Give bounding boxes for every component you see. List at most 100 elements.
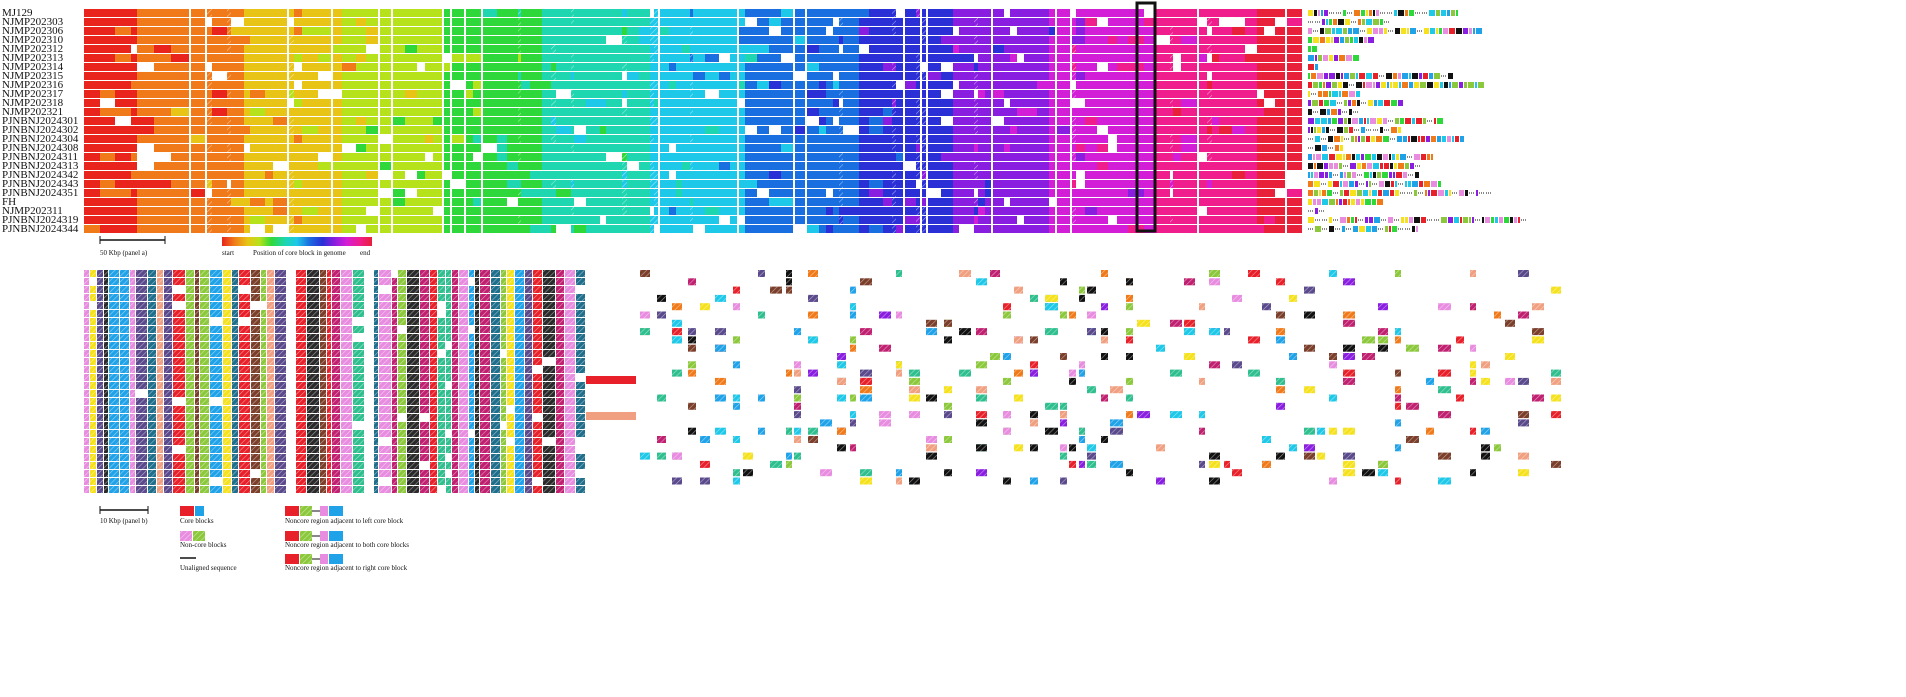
noncore-fragment: [1365, 199, 1371, 205]
core-block: [1257, 81, 1264, 89]
core-block: [100, 18, 115, 26]
core-block: [212, 180, 227, 188]
core-block: [1117, 189, 1128, 197]
core-block: [154, 162, 171, 170]
noncore-fragment: [1421, 136, 1425, 142]
core-block: [1212, 153, 1219, 161]
core-block: [807, 135, 819, 143]
core-block: [452, 189, 464, 197]
panel-b-core-hatch: [223, 350, 231, 357]
core-block: [1076, 54, 1085, 62]
core-block: [978, 126, 985, 134]
noncore-fragment: [1325, 172, 1328, 178]
noncore-fragment: [1318, 55, 1322, 61]
core-block: [993, 81, 1004, 89]
core-block: [606, 207, 622, 215]
noncore-fragment: [1338, 82, 1342, 88]
core-block: [425, 198, 433, 206]
panel-b-core-hatch: [275, 302, 286, 309]
noncore-fragment: [1444, 82, 1448, 88]
core-block: [739, 36, 745, 44]
core-block: [1144, 207, 1155, 215]
core-block: [425, 135, 433, 143]
core-block: [452, 9, 464, 17]
panel-b-core-hatch: [90, 318, 96, 325]
core-block: [826, 18, 833, 26]
core-block: [922, 81, 926, 89]
panel-b-core-hatch: [261, 294, 266, 301]
core-block-hatch: [227, 153, 231, 161]
core-block: [574, 36, 586, 44]
core-block-hatch: [518, 9, 521, 17]
panel-b-core-hatch: [173, 454, 185, 461]
panel-b-core-hatch: [267, 462, 274, 469]
core-block: [676, 117, 682, 125]
core-block: [1085, 81, 1097, 89]
core-block: [497, 162, 507, 170]
noncore-fragment: [1365, 154, 1371, 160]
core-block-hatch: [571, 207, 574, 215]
core-block: [941, 216, 953, 224]
panel-b-core-hatch: [164, 422, 172, 429]
core-block: [600, 189, 606, 197]
noncore-fragment: [1405, 163, 1409, 169]
core-block: [273, 99, 287, 107]
core-block: [1085, 189, 1097, 197]
core-block-hatch: [622, 162, 627, 170]
core-block: [137, 81, 154, 89]
core-block: [627, 117, 639, 125]
core-block-hatch: [1207, 117, 1212, 125]
panel-b-core-hatch: [148, 358, 156, 365]
genome-label: PJNBNJ2024343: [2, 178, 79, 190]
core-block: [115, 45, 131, 53]
core-block: [1275, 108, 1285, 116]
panel-b-core-hatch: [97, 286, 103, 293]
panel-b-core-hatch: [120, 278, 129, 285]
noncore-fragment: [1349, 181, 1354, 187]
noncore-fragment: [1322, 199, 1328, 205]
core-block: [425, 225, 433, 233]
panel-b-core-hatch: [186, 390, 194, 397]
core-block: [171, 144, 189, 152]
noncore-fragment: [1421, 154, 1426, 160]
core-block: [693, 54, 705, 62]
genome-label: FH: [2, 196, 16, 208]
core-block: [289, 27, 294, 35]
core-block: [227, 162, 231, 170]
panel-b-core-hatch: [97, 342, 103, 349]
noncore-fragment: [1349, 127, 1353, 133]
core-block: [191, 81, 205, 89]
core-block: [843, 18, 859, 26]
core-block: [154, 81, 171, 89]
panel-b-core-hatch: [148, 470, 156, 477]
noncore-fragment: [1373, 28, 1378, 34]
core-block: [521, 216, 530, 224]
noncore-fragment: [1367, 28, 1372, 34]
core-block: [745, 54, 757, 62]
core-block: [843, 72, 859, 80]
panel-b-core-hatch: [84, 358, 89, 365]
core-block: [1173, 180, 1181, 188]
core-block: [84, 162, 100, 170]
noncore-fragment: [1437, 118, 1443, 124]
core-block: [953, 108, 959, 116]
panel-b-core-hatch: [120, 294, 129, 301]
core-block: [730, 162, 737, 170]
core-block: [896, 144, 903, 152]
core-block: [542, 108, 551, 116]
core-block: [417, 36, 425, 44]
core-block: [574, 225, 586, 233]
core-block: [883, 18, 892, 26]
core-block: [795, 126, 805, 134]
core-block: [693, 171, 705, 179]
noncore-fragment: [1395, 181, 1397, 187]
core-block: [433, 117, 442, 125]
panel-b-core-hatch: [90, 310, 96, 317]
core-block: [606, 189, 622, 197]
panel-b-core-hatch: [275, 478, 286, 485]
core-block: [433, 171, 442, 179]
panel-b-core-hatch: [287, 318, 295, 325]
core-block: [600, 108, 606, 116]
core-block: [131, 171, 137, 179]
core-block: [518, 171, 521, 179]
